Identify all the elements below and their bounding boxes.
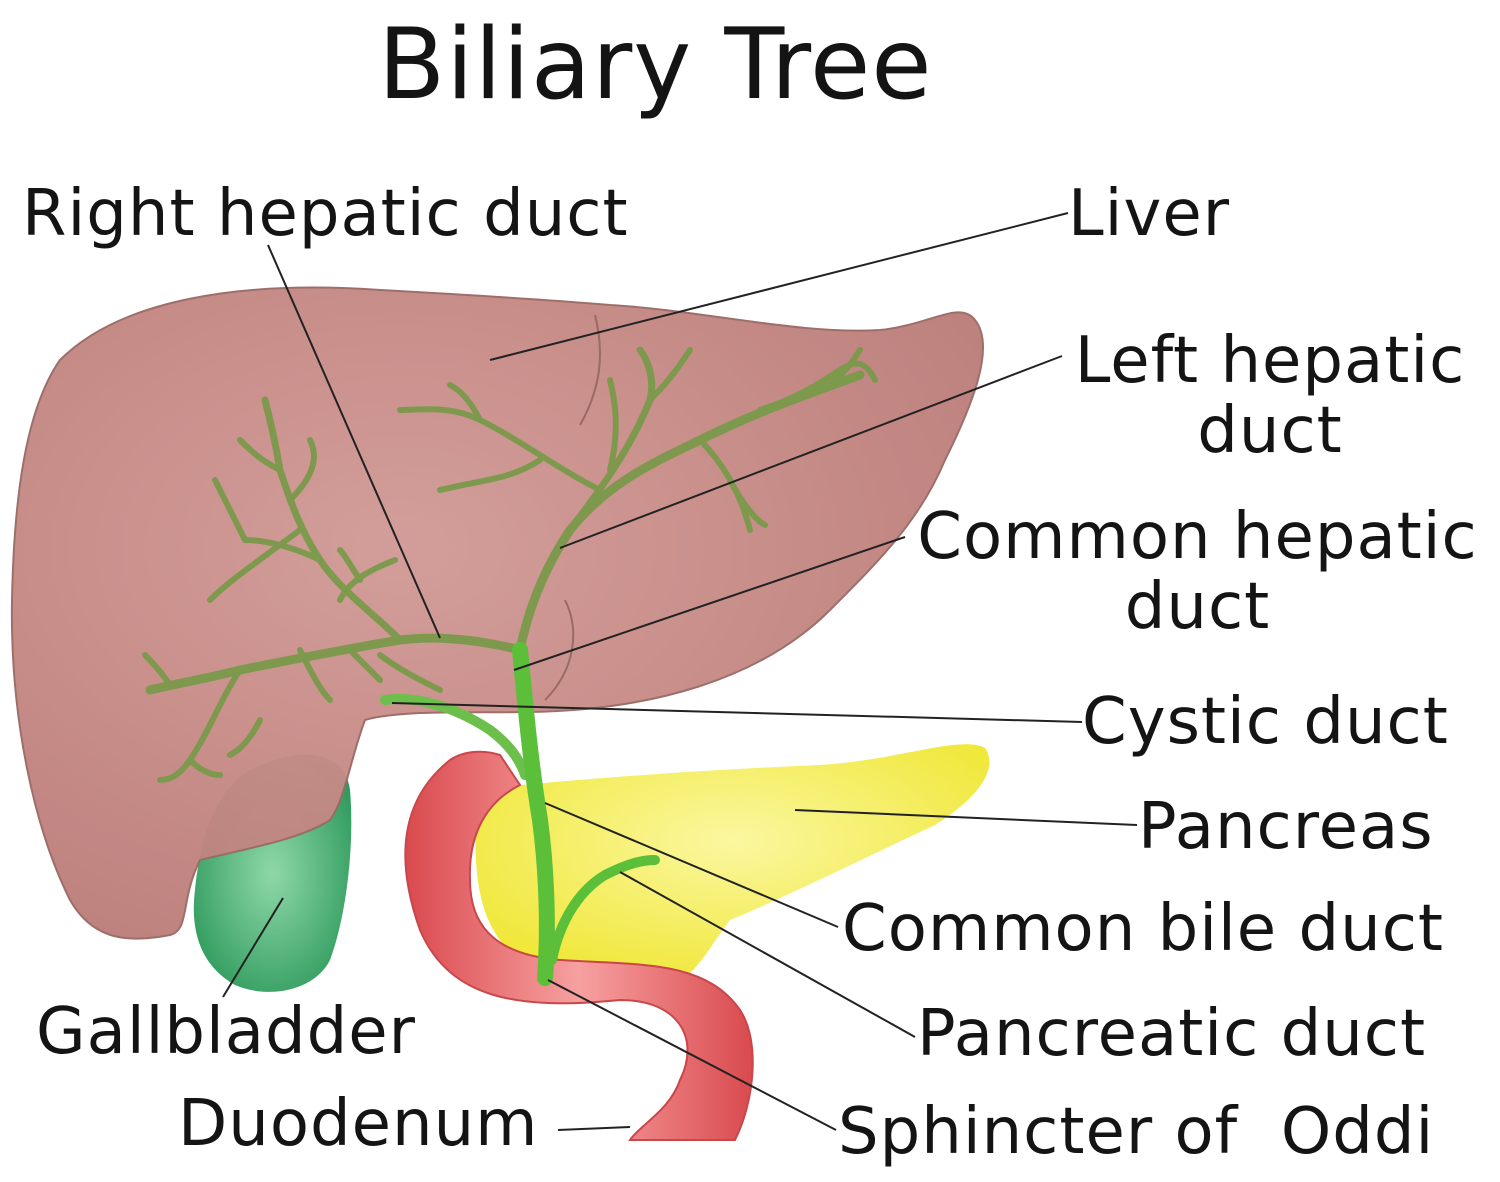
label-pancreatic-duct: Pancreatic duct — [917, 997, 1427, 1071]
label-common-hepatic-duct: Common hepatic duct — [917, 500, 1478, 645]
common-bile-duct — [512, 642, 555, 986]
page-title: Biliary Tree — [378, 8, 933, 122]
leader-lines — [222, 212, 1138, 1131]
duodenum-shape — [404, 750, 754, 1141]
pancreatic-duct — [547, 855, 660, 965]
hepatic-duct-branches — [142, 346, 878, 783]
label-sphincter-of-oddi: Sphincter of Oddi — [838, 1095, 1435, 1169]
cystic-duct — [380, 694, 530, 780]
pancreas-shape — [475, 744, 990, 986]
liver-lobe-line — [579, 314, 601, 426]
label-gallbladder: Gallbladder — [36, 995, 416, 1069]
label-pancreas: Pancreas — [1138, 790, 1434, 864]
label-duodenum: Duodenum — [178, 1087, 539, 1161]
label-right-hepatic-duct: Right hepatic duct — [22, 177, 629, 251]
label-common-bile-duct: Common bile duct — [842, 892, 1444, 966]
label-liver: Liver — [1068, 177, 1230, 251]
label-cystic-duct: Cystic duct — [1082, 685, 1449, 759]
label-left-hepatic-duct: Left hepatic duct — [1074, 324, 1466, 469]
